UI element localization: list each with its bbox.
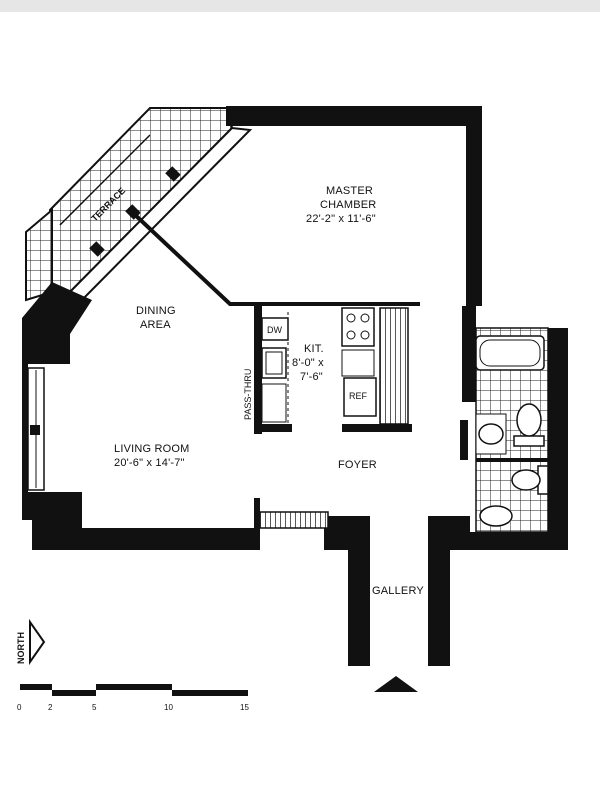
toilet <box>511 465 549 495</box>
dishwasher-label: DW <box>267 325 282 335</box>
scale-tick-2: 2 <box>48 703 53 712</box>
toilet <box>513 403 545 447</box>
entry-arrow-icon <box>374 676 418 692</box>
master-chamber-label-2: CHAMBER <box>320 199 376 211</box>
kitchen: DW REF PASS-THRU <box>243 306 412 434</box>
dining-label: DINING <box>136 305 176 317</box>
foyer-label: FOYER <box>338 459 377 471</box>
closet <box>379 307 409 425</box>
scale-tick-0: 0 <box>17 703 22 712</box>
living-room-windows <box>27 367 45 491</box>
kitchen-size-2: 7'-6" <box>300 371 323 383</box>
scan-edge <box>0 0 600 12</box>
master-chamber-label: MASTER <box>326 185 373 197</box>
stove <box>341 307 375 347</box>
terrace: TERRACE <box>25 107 234 302</box>
pass-thru-label: PASS-THRU <box>243 369 253 420</box>
kitchen-size-1: 8'-0" x <box>292 357 324 369</box>
master-chamber-size: 22'-2" x 11'-6" <box>306 213 376 225</box>
scale-tick-10: 10 <box>164 703 173 712</box>
scale-tick-5: 5 <box>92 703 97 712</box>
dishwasher <box>261 317 289 341</box>
dining-partition <box>130 210 420 306</box>
room-labels: MASTER CHAMBER 22'-2" x 11'-6" DINING AR… <box>114 185 424 597</box>
refrigerator-label: REF <box>349 391 368 401</box>
bathroom <box>475 327 549 533</box>
north-label: NORTH <box>16 632 26 664</box>
scale-bar: 0 2 5 10 15 <box>17 684 249 712</box>
living-room-size: 20'-6" x 14'-7" <box>114 457 185 469</box>
scale-tick-15: 15 <box>240 703 249 712</box>
kitchen-label: KIT. <box>304 343 324 355</box>
bathtub <box>475 335 545 371</box>
refrigerator <box>343 377 377 417</box>
sink <box>479 505 513 527</box>
gallery-label: GALLERY <box>372 585 424 597</box>
dining-label-2: AREA <box>140 319 171 331</box>
walls <box>22 106 568 666</box>
north-arrow-icon: NORTH <box>16 618 46 666</box>
railing <box>259 511 329 529</box>
living-room-label: LIVING ROOM <box>114 443 190 455</box>
